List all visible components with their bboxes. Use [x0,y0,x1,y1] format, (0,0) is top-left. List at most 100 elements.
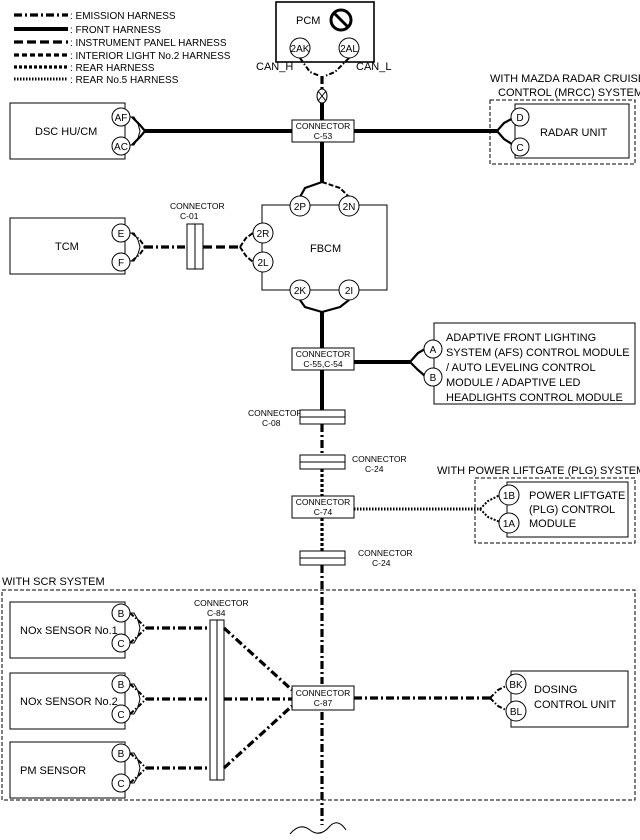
harness-legend: : EMISSION HARNESS : FRONT HARNESS : INS… [14,11,231,86]
c84-label-2: C-84 [207,608,226,618]
fbcm-pin-2r-label: 2R [257,229,270,240]
connector-c01: CONNECTOR C-01 [170,201,225,270]
tcm-module: TCM E F [9,217,146,275]
afs-label-5: HEADLIGHTS CONTROL MODULE [446,392,623,404]
pm-sensor: PM SENSOR B C [9,741,141,799]
pm-label: PM SENSOR [20,765,86,777]
nox1-pin-b-label: B [118,609,125,620]
tcm-pin-bracket [125,232,141,262]
c84-to-c87-wire-3 [222,704,294,770]
plg-pin-wires [479,494,501,523]
radar-label: RADAR UNIT [540,127,608,139]
c53-label-2: C-53 [314,131,333,141]
afs-label-3: / AUTO LEVELING CONTROL [446,362,596,374]
c87-label-1: CONNECTOR [296,688,351,698]
afs-pin-b [423,367,443,387]
nox-sensor-2: NOx SENSOR No.2 B C [9,672,141,730]
plg-label-2: (PLG) CONTROL [529,504,615,516]
c84-label-1: CONNECTOR [194,598,249,608]
dosing-control-unit: DOSING CONTROL UNIT BK BL [505,670,629,728]
continuation-break-icon [289,822,347,835]
afs-pin-a-label: A [430,345,437,356]
afs-pin-b-label: B [430,373,437,384]
c74-label-1: CONNECTOR [296,497,351,507]
legend-label-rear: : REAR HARNESS [70,63,155,74]
c24b-label-1: CONNECTOR [358,548,413,558]
c87-label-2: C-87 [314,698,333,708]
dcu-label-2: CONTROL UNIT [534,699,616,711]
scr-group-box [1,589,636,801]
connector-c55-c54: CONNECTOR C-55,C-54 [291,347,355,371]
dsc-pin-af-label: AF [115,113,128,124]
dcu-pin-bk [505,673,527,695]
tcm-label: TCM [55,241,79,253]
legend-label-interior-light: : INTERIOR LIGHT No.2 HARNESS [70,51,231,62]
dcu-pin-bk-label: BK [509,680,523,691]
connector-c53: CONNECTOR C-53 [291,119,355,143]
fbcm-2n-wire [321,181,350,198]
afs-label-4: MODULE / ADAPTIVE LED [446,377,581,389]
can-l-label: CAN_L [356,61,391,73]
afs-pin-a [423,339,443,359]
scr-group-title: WITH SCR SYSTEM [2,576,105,588]
twisted-pair-icon [316,88,328,104]
nox2-pin-c-label: C [117,710,124,721]
connector-c74: CONNECTOR C-74 [291,495,355,519]
afs-label-1: ADAPTIVE FRONT LIGHTING [446,332,596,344]
pcm-pin-2ak-label: 2AK [291,44,310,55]
dcu-label-1: DOSING [534,684,577,696]
fbcm-pin-2n-label: 2N [343,202,356,213]
radar-group-title-2: CONTROL (MRCC) SYSTEM [498,87,640,99]
dcu-pin-bl [505,700,527,722]
fbcm-pin-2p-label: 2P [294,202,307,213]
nox1-pin-c-label: C [117,639,124,650]
plg-module: POWER LIFTGATE (PLG) CONTROL MODULE 1B 1… [479,481,629,538]
fbcm-pin-2l [252,251,274,273]
c24a-label-1: CONNECTOR [352,454,407,464]
legend-label-emission: : EMISSION HARNESS [70,11,176,22]
pcm-label: PCM [296,15,320,27]
fbcm-pin-2p [289,195,311,217]
nox-sensor-1: NOx SENSOR No.1 B C [9,601,141,659]
afs-pin-wires [409,348,426,377]
nox2-pin-b-label: B [118,680,125,691]
fbcm-2r-2l-wires [239,232,254,263]
c55-label-1: CONNECTOR [296,349,351,359]
connector-c24-upper: CONNECTOR C-24 [299,454,407,474]
dsc-pin-ac-label: AC [114,142,128,153]
pm-pin-wires [129,752,147,784]
c01-label-1: CONNECTOR [170,201,225,211]
nox1-pin-wires [129,612,147,644]
afs-label-2: SYSTEM (AFS) CONTROL MODULE [446,347,630,359]
dsc-pin-af [111,107,131,127]
fbcm-pin-2r [252,222,274,244]
pm-pin-b-label: B [118,749,125,760]
radar-group-box [489,99,636,165]
radar-group-title-1: WITH MAZDA RADAR CRUISE [490,73,640,85]
dsc-label: DSC HU/CM [35,126,97,138]
afs-module: ADAPTIVE FRONT LIGHTING SYSTEM (AFS) CON… [423,322,636,405]
fbcm-pin-2i-label: 2I [345,286,353,297]
nox2-pin-wires [129,683,147,715]
connector-c24-lower: CONNECTOR C-24 [299,548,413,568]
tcm-pin-f-label: F [118,258,124,269]
plg-group-box [474,477,636,544]
dcu-pin-bl-label: BL [510,707,523,718]
pcm-can-h-wire [299,57,321,77]
dsc-pin-bracket [125,116,141,146]
c74-label-2: C-74 [314,507,333,517]
radar-unit: RADAR UNIT D C [496,103,630,159]
fbcm-pin-2n [338,195,360,217]
fbcm-pin-2l-label: 2L [257,258,269,269]
legend-label-rear5: : REAR No.5 HARNESS [70,75,179,86]
nox2-label: NOx SENSOR No.2 [20,696,118,708]
c24b-label-2: C-24 [372,558,391,568]
dsc-module: DSC HU/CM AF AC [9,102,146,160]
connector-c87: CONNECTOR C-87 [291,685,355,711]
prohibited-icon [329,8,353,32]
connector-c08: CONNECTOR C-08 [248,408,346,428]
dsc-pin-wires [131,116,146,146]
pcm-pin-2al-label: 2AL [340,44,358,55]
fbcm-pin-2k-label: 2K [294,286,307,297]
c08-label-1: CONNECTOR [248,408,303,418]
